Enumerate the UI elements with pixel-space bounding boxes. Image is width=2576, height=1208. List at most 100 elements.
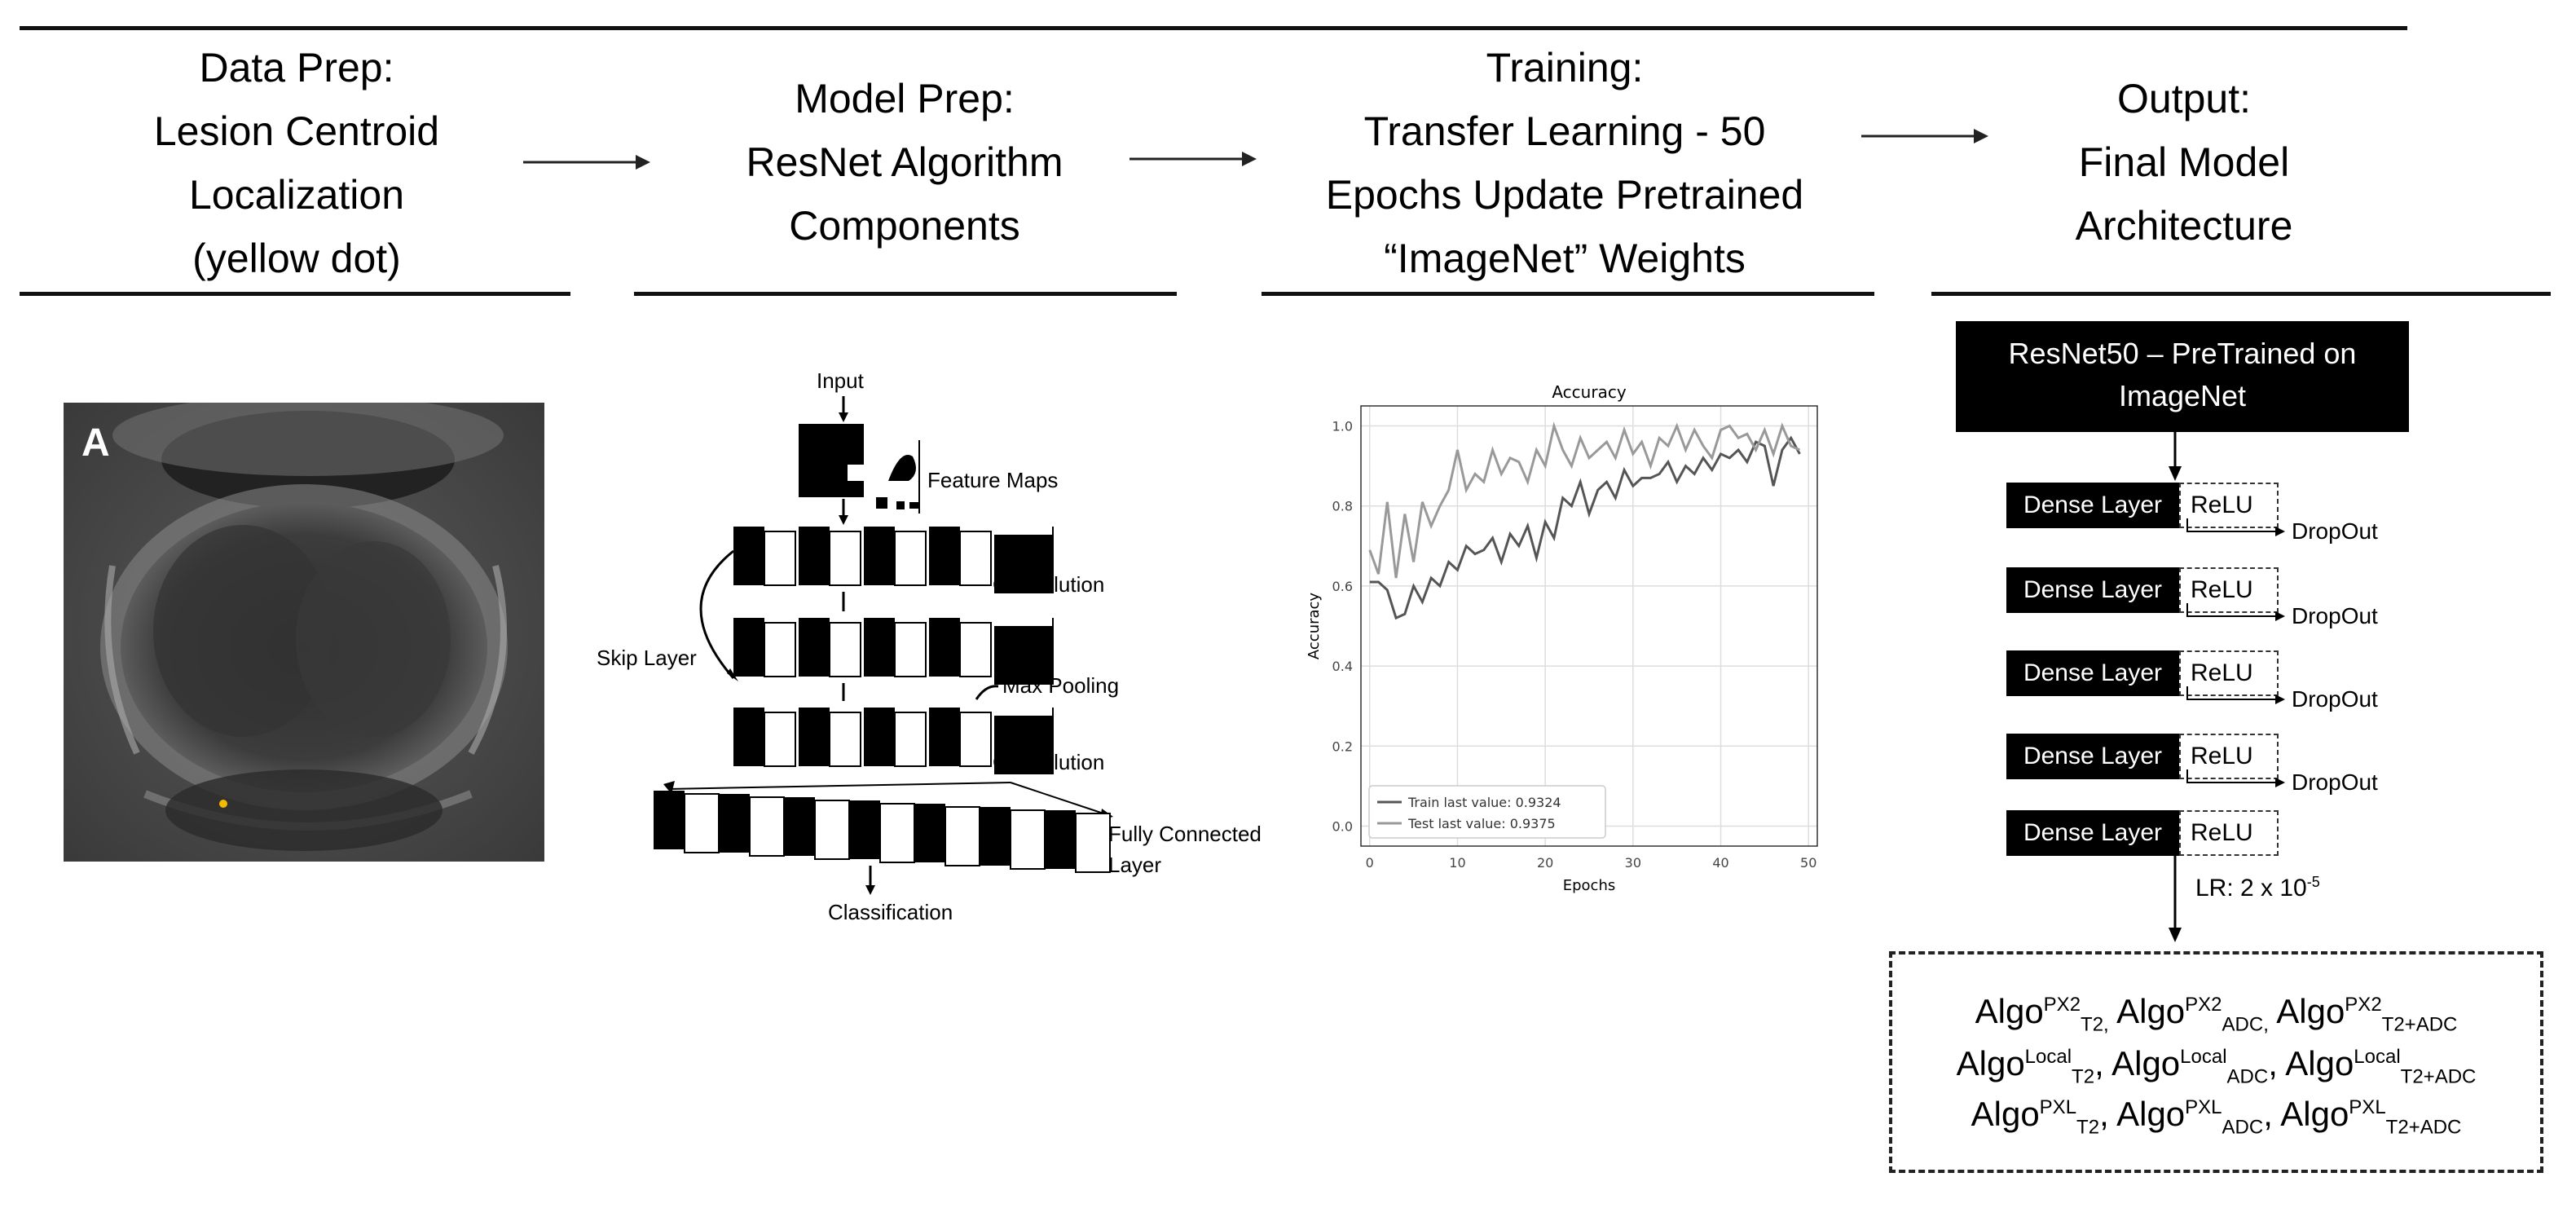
plot-frame — [1360, 405, 1818, 847]
arrow-down-icon — [2169, 853, 2182, 942]
chart-title: Accuracy — [1552, 382, 1626, 402]
fc-block — [654, 791, 685, 849]
arrow-icon — [1129, 152, 1257, 166]
algo-variant: AlgoLocalT2+ADC — [2285, 1044, 2477, 1088]
conv-block — [959, 531, 992, 586]
fc-block — [684, 793, 720, 853]
algo-variant: AlgoPX2ADC, — [2116, 992, 2269, 1036]
conv-block — [829, 712, 861, 767]
resnet-graphic — [654, 396, 1113, 895]
stage-line: “ImageNet” Weights — [1384, 236, 1746, 281]
y-tick-label: 0.6 — [1332, 579, 1353, 594]
resnet-diagram: Input Feature Maps Convolution Skip Laye… — [587, 359, 1304, 946]
fc-block — [1010, 809, 1046, 870]
algo-row: AlgoPXLT2, AlgoPXLADC, AlgoPXLT2+ADC — [1971, 1095, 2462, 1139]
panel-letter: A — [81, 421, 110, 465]
fc-block — [945, 806, 980, 866]
conv-block — [799, 708, 830, 766]
series-line-1 — [1368, 421, 1801, 579]
conv-block — [894, 712, 927, 767]
learning-rate-text: LR: 2 x 10 — [2195, 875, 2307, 902]
algo-row: AlgoPX2T2, AlgoPX2ADC, AlgoPX2T2+ADC — [1892, 992, 2540, 1036]
x-tick-label: 40 — [1712, 855, 1728, 871]
y-tick-label: 0.0 — [1332, 818, 1353, 834]
feature-maps-label: Feature Maps — [927, 468, 1059, 492]
pretrained-line: ImageNet — [2118, 379, 2247, 412]
stage-line: ResNet Algorithm — [746, 139, 1063, 185]
learning-rate-exponent: -5 — [2306, 874, 2320, 890]
stage-line: Components — [789, 203, 1020, 249]
input-label: Input — [817, 368, 864, 393]
learning-rate-label: LR: 2 x 10-5 — [2195, 874, 2320, 902]
header-underline — [20, 292, 570, 296]
conv-block — [894, 622, 927, 677]
relu-activation: ReLU — [2179, 810, 2279, 856]
stage-line: Epochs Update Pretrained — [1325, 172, 1804, 218]
dense-layer: Dense Layer — [2006, 734, 2179, 779]
fc-block — [814, 800, 850, 860]
fc-block — [1045, 810, 1076, 869]
algo-variant: AlgoPXLADC — [2116, 1095, 2264, 1139]
fc-block — [849, 800, 880, 859]
relu-activation: ReLU — [2179, 650, 2279, 696]
fully-connected-label: Layer — [1108, 853, 1162, 877]
conv-block — [764, 622, 796, 677]
stage-line: (yellow dot) — [192, 236, 401, 281]
lesion-centroid-marker — [219, 800, 227, 808]
header-underline — [1262, 292, 1874, 296]
header-underline — [634, 292, 1177, 296]
convolution-label: Convolution — [993, 750, 1105, 774]
conv-block — [799, 618, 830, 677]
mri-scan — [64, 403, 544, 862]
legend-entry: Train last value: 0.9324 — [1407, 795, 1561, 810]
relu-activation: ReLU — [2179, 734, 2279, 779]
stage-line: Architecture — [2075, 203, 2293, 249]
stage-header-data-prep: Data Prep: Lesion Centroid Localization … — [20, 36, 574, 290]
conv-block — [733, 527, 764, 585]
dense-layer: Dense Layer — [2006, 567, 2179, 613]
y-tick-label: 0.2 — [1332, 738, 1353, 754]
fc-block — [879, 803, 915, 863]
conv-block — [733, 618, 764, 677]
max-pooling-label: Max Pooling — [1002, 673, 1120, 698]
stage-line: Localization — [188, 172, 405, 218]
conv-output-block — [994, 626, 1053, 685]
algo-row: AlgoLocalT2, AlgoLocalADC, AlgoLocalT2+A… — [1956, 1044, 2477, 1088]
conv-block — [959, 712, 992, 767]
fc-block — [914, 804, 945, 862]
algo-variant: AlgoPXLT2 — [1971, 1095, 2100, 1139]
series-line-0 — [1369, 435, 1801, 620]
conv-block — [799, 527, 830, 585]
y-axis-label: Accuracy — [1306, 593, 1323, 660]
x-axis-label: Epochs — [1563, 877, 1616, 894]
stage-line: Transfer Learning - 50 — [1363, 108, 1766, 154]
mri-image: A — [64, 403, 544, 862]
fc-block — [1075, 813, 1111, 873]
dense-layer: Dense Layer — [2006, 483, 2179, 528]
relu-activation: ReLU — [2179, 567, 2279, 613]
fc-block — [719, 794, 750, 853]
stage-line: Training: — [1486, 45, 1644, 90]
fc-block — [980, 807, 1011, 866]
algo-variant: AlgoPX2T2+ADC — [2276, 992, 2458, 1036]
arrow-right-icon — [2186, 686, 2285, 704]
stage-line: Model Prep: — [795, 76, 1015, 121]
convolution-label: Convolution — [993, 572, 1105, 597]
legend — [1368, 785, 1606, 839]
legend-entry: Test last value: 0.9375 — [1407, 816, 1556, 831]
classification-label: Classification — [828, 900, 953, 924]
stage-line: Output: — [2117, 76, 2251, 121]
fully-connected-label: Fully Connected — [1108, 822, 1262, 846]
dropout-label: DropOut — [2292, 603, 2378, 628]
conv-block — [829, 531, 861, 586]
algo-variant: AlgoPXLT2+ADC — [2280, 1095, 2462, 1139]
stage-line: Lesion Centroid — [153, 108, 440, 154]
conv-block — [864, 527, 895, 585]
pretrained-line: ResNet50 – PreTrained on — [2008, 337, 2357, 370]
top-rule — [20, 26, 2407, 30]
arrow-right-icon — [2186, 518, 2285, 536]
conv-block — [864, 708, 895, 766]
